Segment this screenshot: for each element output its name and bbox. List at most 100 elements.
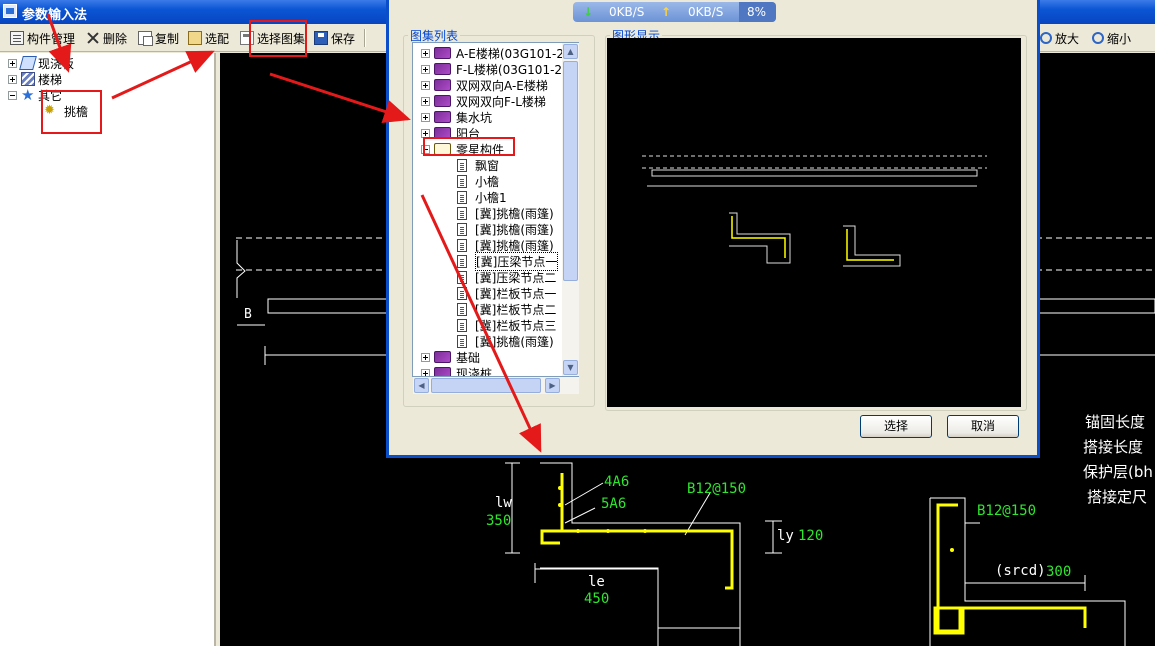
window-title: 参数输入法 [22, 8, 88, 23]
scroll-thumb[interactable] [563, 61, 578, 281]
atlas-tree[interactable]: A-E楼梯(03G101-2) F-L楼梯(03G101-2) 双网双向A-E楼… [412, 42, 579, 377]
select-atlas-label: 选择图集 [257, 31, 306, 46]
atlas-subitem-selected[interactable]: [冀]压梁节点一 [457, 251, 559, 271]
atlas-item[interactable]: 集水坑 [421, 109, 492, 125]
scroll-up-icon[interactable]: ▲ [563, 44, 578, 59]
zoom-out-label: 缩小 [1107, 31, 1132, 46]
atlas-item[interactable]: F-L楼梯(03G101-2) [421, 61, 567, 77]
atlas-subitem[interactable]: 小檐1 [457, 189, 507, 205]
cad-rebar-4a6: 4A6 [604, 474, 630, 490]
save-label: 保存 [331, 31, 356, 46]
book-icon [434, 351, 451, 363]
info-cover: 保护层(bh [1083, 463, 1153, 481]
tree-item-slab[interactable]: 现浇板 [8, 55, 74, 71]
cancel-button[interactable]: 取消 [947, 415, 1019, 438]
delete-button[interactable]: 删除 [86, 29, 127, 47]
leader-line [684, 492, 711, 536]
expand-icon[interactable] [421, 112, 430, 122]
delete-label: 删除 [103, 31, 128, 46]
atlas-list-label: 图集列表 [410, 29, 459, 43]
expand-icon[interactable] [8, 58, 17, 68]
tree-item-canopy[interactable]: ✹ 挑檐 [44, 103, 88, 119]
atlas-subitem[interactable]: [冀]压梁节点二 [457, 269, 556, 285]
atlas-item[interactable]: 现浇桩 [421, 365, 492, 376]
expand-icon[interactable] [421, 368, 430, 376]
copy-icon [138, 31, 153, 46]
leader-line [564, 482, 604, 506]
expand-icon[interactable] [421, 80, 430, 90]
atlas-item[interactable]: A-E楼梯(03G101-2) [421, 45, 569, 61]
select-button[interactable]: 选择 [860, 415, 932, 438]
atlas-subitem[interactable]: [冀]栏板节点三 [457, 317, 556, 333]
expand-icon[interactable] [421, 352, 430, 362]
rebar2-box [933, 606, 965, 635]
document-icon [457, 174, 467, 188]
match-label: 选配 [205, 31, 230, 46]
tree-item-other[interactable]: ★ 其它 [8, 87, 62, 103]
save-button[interactable]: 保存 [314, 29, 355, 47]
document-icon [457, 318, 467, 332]
scroll-down-icon[interactable]: ▼ [563, 360, 578, 375]
expand-icon[interactable] [421, 48, 430, 58]
document-icon [457, 238, 467, 252]
atlas-horizontal-scrollbar[interactable]: ◀ ▶ [413, 377, 579, 394]
cad-value-srcd: 300 [1046, 564, 1072, 580]
scroll-thumb[interactable] [431, 378, 541, 393]
zoom-in-button[interactable]: 放大 [1040, 29, 1079, 47]
book-icon [434, 95, 451, 107]
delete-icon [86, 31, 100, 45]
scroll-right-icon[interactable]: ▶ [545, 378, 560, 393]
atlas-subitem[interactable]: [冀]栏板节点二 [457, 301, 556, 317]
atlas-item[interactable]: 基础 [421, 349, 480, 365]
book-icon [434, 47, 451, 59]
cad-value-le: 450 [584, 591, 610, 607]
atlas-item-misc-components[interactable]: 零星构件 [421, 141, 504, 157]
book-icon [434, 79, 451, 91]
atlas-item[interactable]: 双网双向F-L楼梯 [421, 93, 546, 109]
match-button[interactable]: 选配 [188, 29, 229, 47]
zoom-in-icon [1040, 32, 1052, 44]
atlas-vertical-scrollbar[interactable]: ▲ ▼ [562, 43, 579, 376]
toolbar-separator [364, 29, 366, 47]
cad-rebar-b12: B12@150 [687, 481, 747, 497]
preview-canvas [607, 38, 1021, 407]
stair-icon [21, 72, 35, 86]
break-line [236, 240, 246, 298]
component-list-icon [10, 31, 24, 45]
book-icon [434, 367, 451, 376]
upload-arrow-icon: ↑ [661, 5, 672, 19]
document-icon [457, 190, 467, 204]
rebar-hook [540, 529, 562, 545]
component-mgmt-button[interactable]: 构件管理 [10, 29, 75, 47]
atlas-subitem[interactable]: [冀]挑檐(雨篷) [457, 333, 554, 349]
copy-button[interactable]: 复制 [138, 29, 179, 47]
star-icon: ★ [21, 86, 35, 104]
network-speed-meter: ↓ 0KB/S ↑ 0KB/S 8% [573, 2, 776, 22]
atlas-subitem[interactable]: [冀]栏板节点一 [457, 285, 556, 301]
atlas-subitem[interactable]: 飘窗 [457, 157, 499, 173]
cad-value-ly: 120 [798, 528, 824, 544]
collapse-icon[interactable] [421, 144, 430, 154]
expand-icon[interactable] [421, 96, 430, 106]
zoom-in-label: 放大 [1055, 31, 1080, 46]
scroll-left-icon[interactable]: ◀ [414, 378, 429, 393]
document-icon [457, 222, 467, 236]
tree-item-label: 楼梯 [38, 72, 63, 87]
atlas-subitem[interactable]: [冀]挑檐(雨篷) [457, 205, 554, 221]
collapse-icon[interactable] [8, 90, 17, 100]
tree-item-stair[interactable]: 楼梯 [8, 71, 62, 87]
cad-rebar-5a6: 5A6 [601, 496, 627, 512]
zoom-out-button[interactable]: 缩小 [1092, 29, 1131, 47]
slab-icon [19, 56, 37, 70]
atlas-subitem[interactable]: 小檐 [457, 173, 499, 189]
document-icon [457, 254, 467, 268]
cad-label-lw: lw [495, 495, 512, 511]
expand-icon[interactable] [421, 64, 430, 74]
atlas-subitem[interactable]: [冀]挑檐(雨篷) [457, 221, 554, 237]
atlas-item[interactable]: 双网双向A-E楼梯 [421, 77, 548, 93]
cad-label-le: le [588, 574, 605, 590]
app-icon [3, 4, 17, 18]
tree-item-label: 其它 [38, 88, 63, 103]
expand-icon[interactable] [8, 74, 17, 84]
zoom-out-icon [1092, 32, 1104, 44]
